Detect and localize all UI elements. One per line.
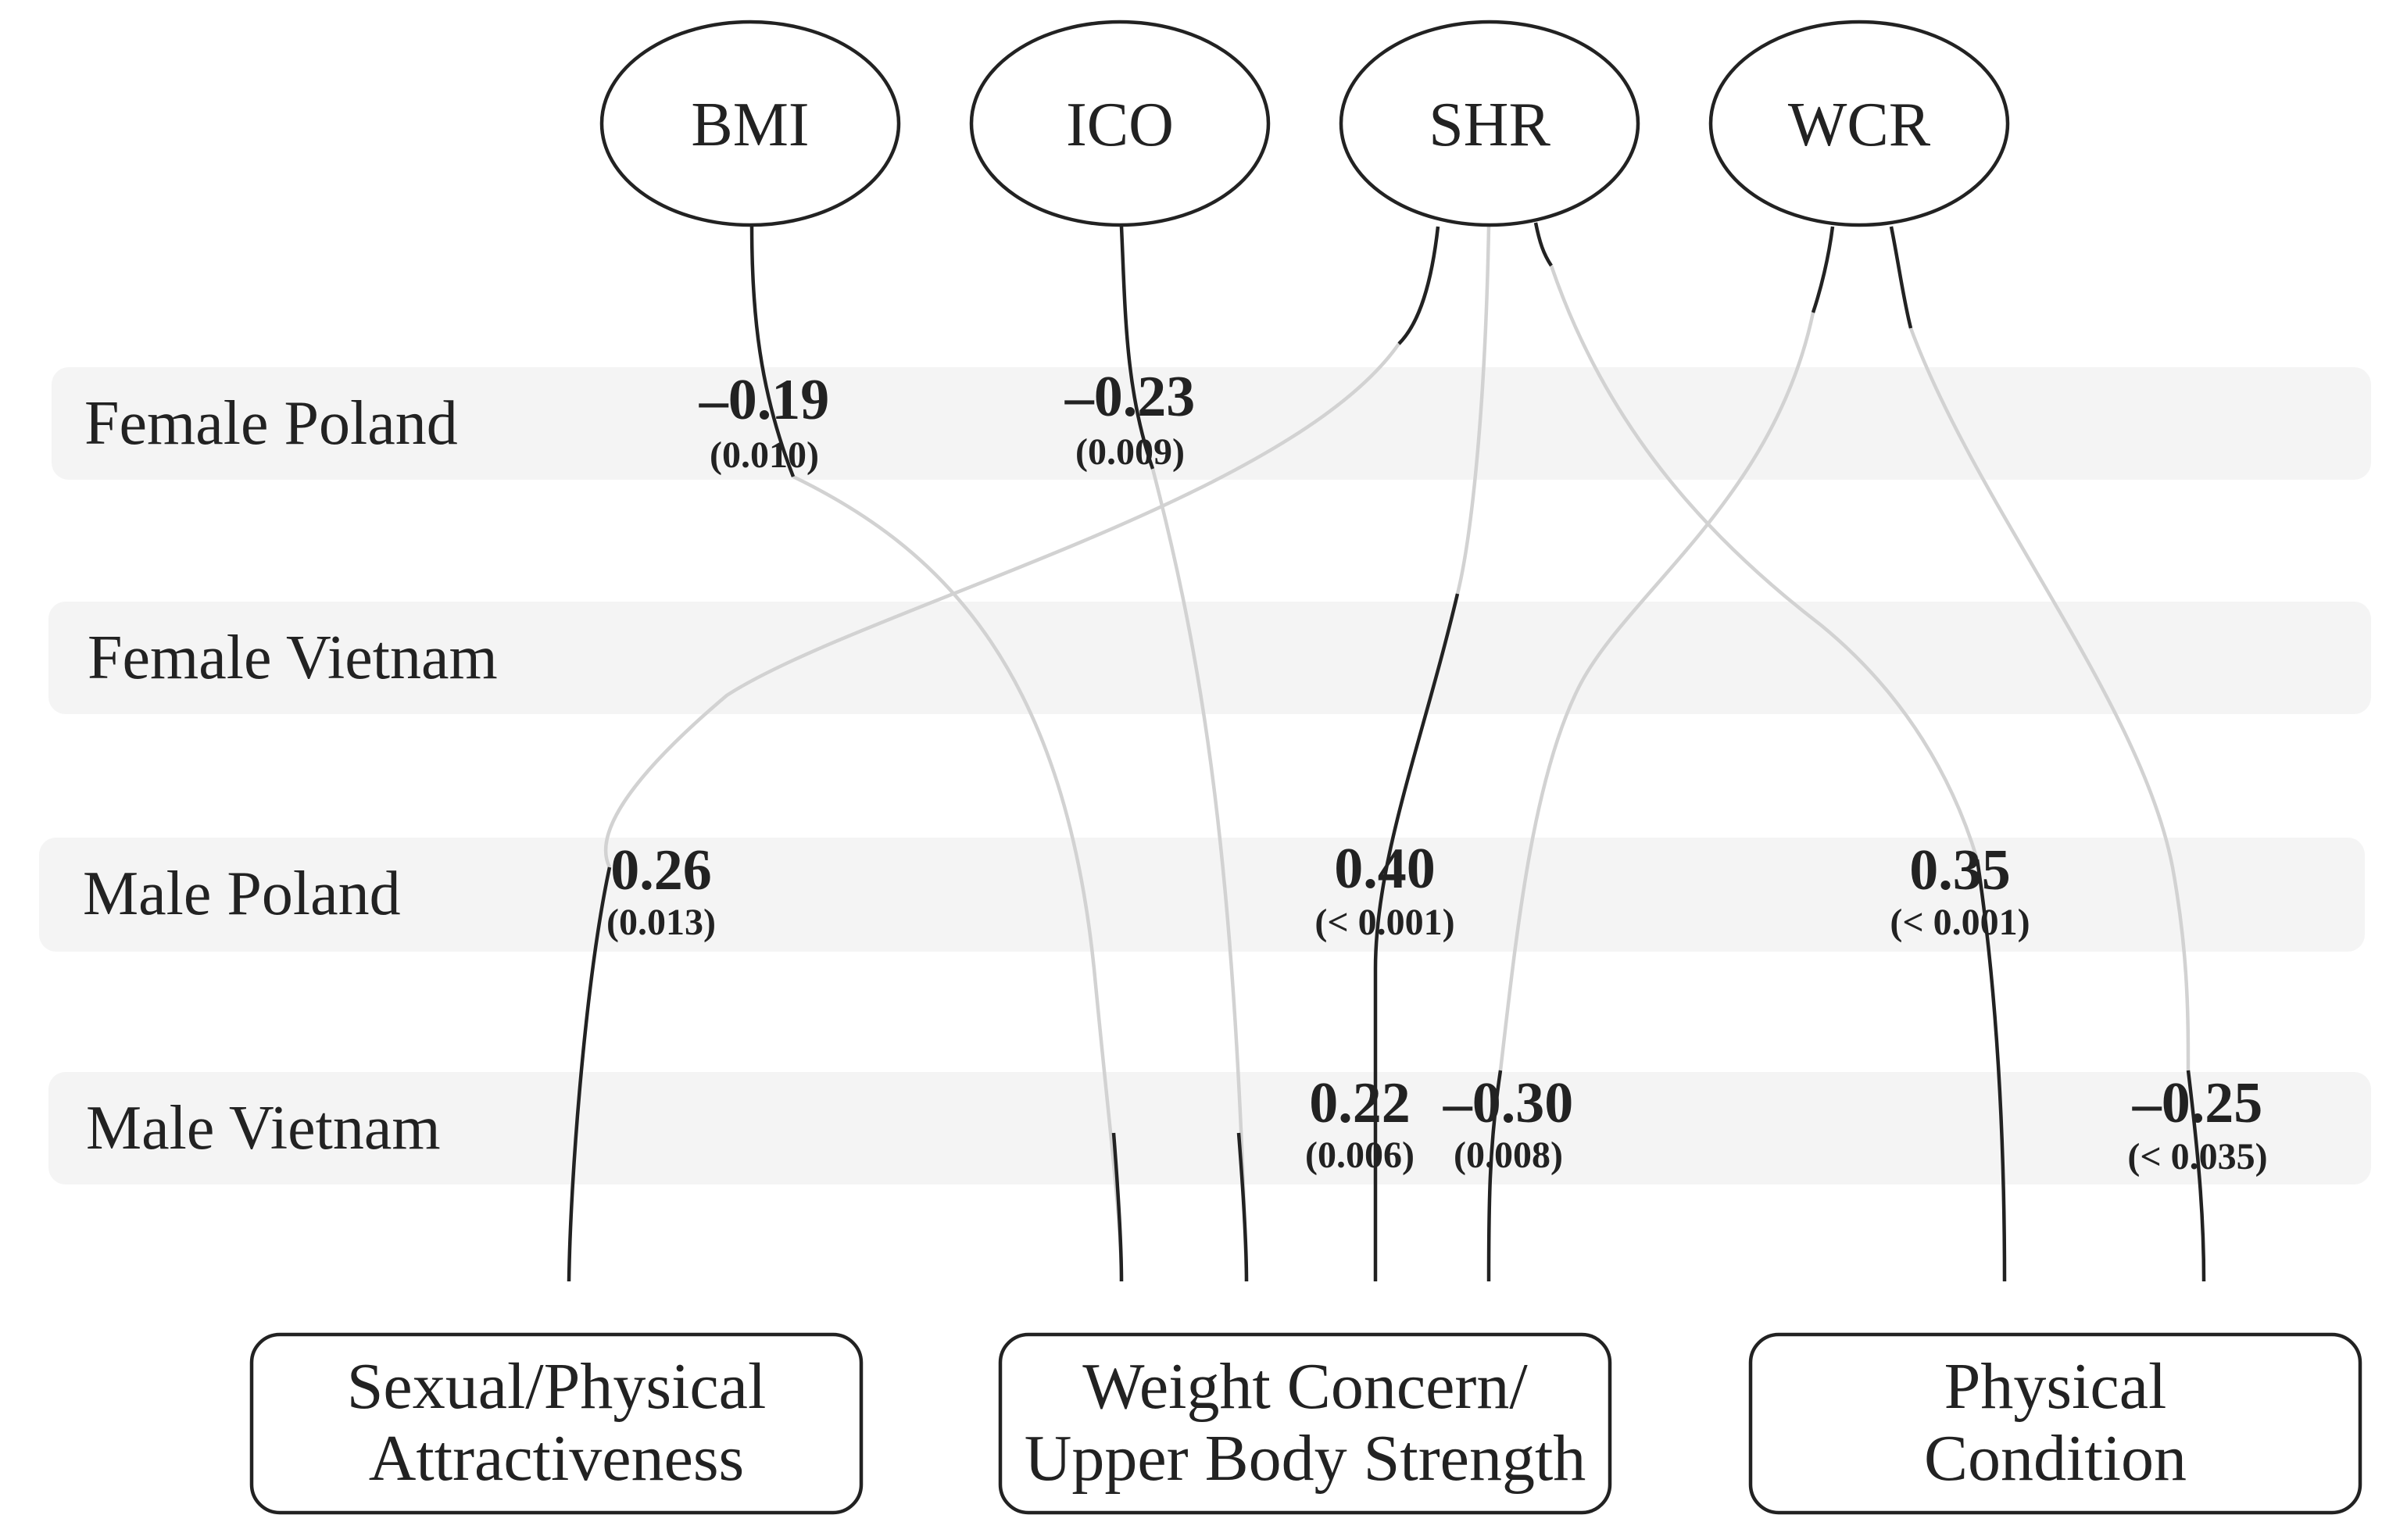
path-dark-shr-weight-male-poland [1373, 593, 1460, 1281]
pval-wcr-weight-male-vietnam: (0.008) [1454, 1134, 1563, 1176]
predictor-label-bmi: BMI [691, 91, 809, 159]
row-label-male-poland: Male Poland [83, 859, 401, 928]
path-dark-wcr-physical-male-vietnam [2186, 1070, 2206, 1282]
path-dark-wcr-right [1889, 226, 1913, 329]
path-dark-ico-arrow [1236, 1132, 1249, 1282]
row-band-female-poland [52, 367, 2371, 480]
coef-wcr-weight-male-vietnam: –0.30 [1443, 1071, 1574, 1135]
predictor-label-ico: ICO [1066, 91, 1174, 159]
outcome-label-line2-physical: Condition [1924, 1422, 2187, 1495]
pval-shr-sexual-male-poland: (0.013) [606, 902, 716, 943]
path-dark-shr-left [1397, 226, 1440, 345]
predictor-label-wcr: WCR [1788, 91, 1931, 159]
path-dark-bmi-arrow [1111, 1132, 1124, 1282]
pval-shr-physical-male-poland: (< 0.001) [1890, 902, 2030, 943]
path-dark-wcr-left [1811, 226, 1835, 313]
row-label-female-vietnam: Female Vietnam [88, 624, 498, 692]
outcome-label-line1-physical: Physical [1944, 1350, 2167, 1423]
pval-wcr-physical-male-vietnam: (< 0.035) [2127, 1136, 2267, 1177]
coef-bmi-female-poland: –0.19 [699, 368, 830, 432]
path-dark-wcr-weight-male-vietnam [1486, 1070, 1503, 1282]
row-band-male-vietnam [48, 1072, 2371, 1184]
pval-bmi-female-poland: (0.010) [710, 434, 819, 476]
row-label-male-vietnam: Male Vietnam [86, 1094, 441, 1163]
coef-shr-physical-male-poland: 0.35 [1909, 838, 2011, 902]
path-shr-physical-condition [1549, 265, 1980, 860]
outcome-sexual-physical-attractiveness [249, 1332, 864, 1515]
path-ico-weight-concern [1150, 468, 1249, 1282]
outcome-label-line1-weight: Weight Concern/ [1082, 1350, 1528, 1423]
predictor-label-shr: SHR [1429, 91, 1550, 159]
outcome-label-line1-sexual: Sexual/Physical [347, 1350, 767, 1423]
coef-shr-sexual-male-poland: 0.26 [610, 838, 712, 902]
coef-wcr-physical-male-vietnam: –0.25 [2132, 1071, 2263, 1135]
path-shr-weight-concern-male-poland [1455, 226, 1491, 595]
coef-shr-weight-male-vietnam: 0.22 [1309, 1071, 1411, 1135]
pval-shr-weight-male-vietnam: (0.006) [1305, 1134, 1415, 1176]
outcome-weight-concern-upper-body-strength [998, 1332, 1612, 1515]
row-band-male-poland [39, 838, 2365, 952]
row-label-female-poland: Female Poland [84, 389, 458, 458]
pval-shr-weight-male-poland: (< 0.001) [1314, 902, 1454, 943]
outcome-physical-condition [1748, 1332, 2362, 1515]
path-dark-shr-right [1533, 222, 1553, 267]
coef-ico-female-poland: –0.23 [1064, 365, 1196, 429]
path-wcr-weight-concern [1498, 312, 1815, 1071]
path-dark-ico [1119, 226, 1155, 470]
predictor-wcr [1708, 20, 2010, 227]
outcome-label-line2-sexual: Attractiveness [369, 1422, 745, 1495]
coef-shr-weight-male-poland: 0.40 [1334, 837, 1436, 901]
predictor-bmi [599, 20, 901, 227]
predictor-shr [1339, 20, 1640, 227]
row-band-female-vietnam [48, 602, 2371, 714]
path-dark-bmi [749, 226, 796, 477]
pval-ico-female-poland: (0.009) [1075, 431, 1185, 473]
path-dark-sexual-attractiveness [567, 866, 612, 1282]
path-shr-sexual-attractiveness [603, 342, 1400, 869]
outcome-label-line2-weight: Upper Body Strength [1025, 1422, 1586, 1495]
predictor-ico [969, 20, 1271, 227]
path-dark-physical-condition-male-poland [1975, 859, 2007, 1282]
path-wcr-physical-condition [1908, 327, 2191, 1071]
